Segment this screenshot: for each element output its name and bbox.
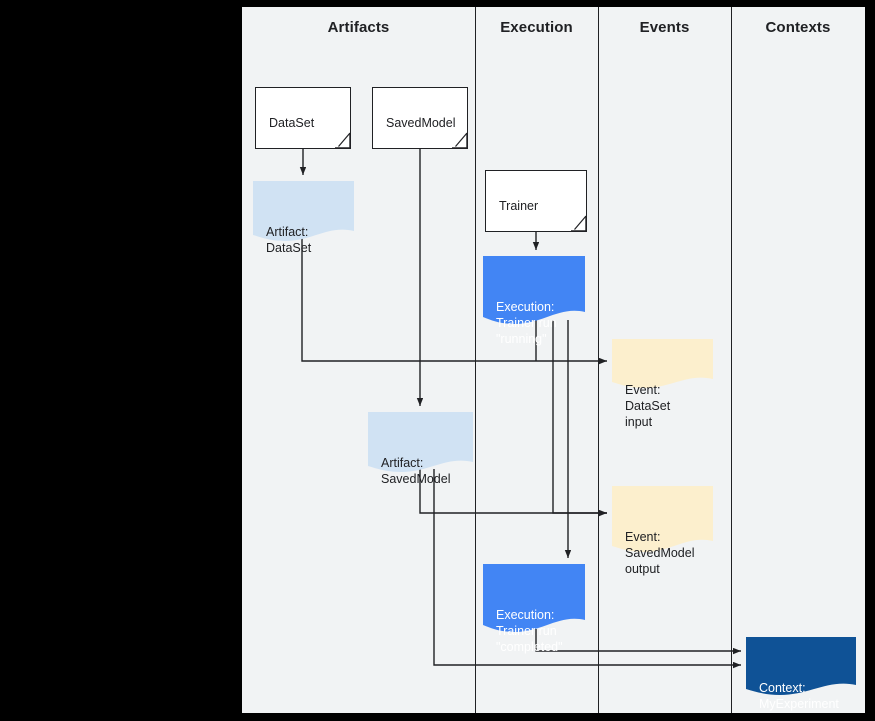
node-artifact-dataset-label: Artifact: DataSet bbox=[266, 225, 312, 255]
lane-header-execution: Execution bbox=[500, 19, 573, 36]
node-event-dataset-input[interactable]: Event: DataSet input bbox=[612, 339, 713, 429]
node-execution-completed-label: Execution: Trainer run "completed" bbox=[496, 608, 563, 654]
wave-shape bbox=[253, 181, 354, 241]
node-savedmodel-label: SavedModel bbox=[386, 116, 456, 130]
node-dataset-document[interactable]: DataSet bbox=[255, 87, 351, 149]
wave-shape bbox=[368, 412, 473, 472]
node-execution-completed[interactable]: Execution: Trainer run "completed" bbox=[483, 564, 585, 654]
node-event-savedmodel-output[interactable]: Event: SavedModel output bbox=[612, 486, 713, 576]
page-fold-icon bbox=[571, 215, 587, 232]
node-trainer-document[interactable]: Trainer bbox=[485, 170, 587, 232]
node-trainer-label: Trainer bbox=[499, 199, 539, 213]
node-context-myexperiment[interactable]: Context: MyExperiment bbox=[746, 637, 856, 711]
lane-header-artifacts: Artifacts bbox=[327, 19, 390, 36]
node-event-dataset-input-label: Event: DataSet input bbox=[625, 383, 671, 429]
node-execution-running[interactable]: Execution: Trainer run "running" bbox=[483, 256, 585, 346]
lane-divider-contexts bbox=[731, 7, 732, 713]
node-execution-running-label: Execution: Trainer run "running" bbox=[496, 300, 557, 346]
node-layer: Artifacts Execution Events Contexts Data… bbox=[242, 7, 865, 713]
node-artifact-dataset[interactable]: Artifact: DataSet bbox=[253, 181, 354, 255]
node-context-myexperiment-label: Context: MyExperiment bbox=[759, 681, 839, 711]
lane-header-events: Events bbox=[639, 19, 690, 36]
page-fold-icon bbox=[452, 132, 468, 149]
page-fold-icon bbox=[335, 132, 351, 149]
lane-divider-events bbox=[598, 7, 599, 713]
lane-header-contexts: Contexts bbox=[765, 19, 831, 36]
diagram-canvas: Artifacts Execution Events Contexts Data… bbox=[242, 7, 865, 713]
wave-shape bbox=[746, 637, 856, 695]
node-savedmodel-document[interactable]: SavedModel bbox=[372, 87, 468, 149]
lane-divider-execution bbox=[475, 7, 476, 713]
wave-shape bbox=[612, 339, 713, 388]
node-artifact-savedmodel[interactable]: Artifact: SavedModel bbox=[368, 412, 473, 486]
node-dataset-label: DataSet bbox=[269, 116, 315, 130]
